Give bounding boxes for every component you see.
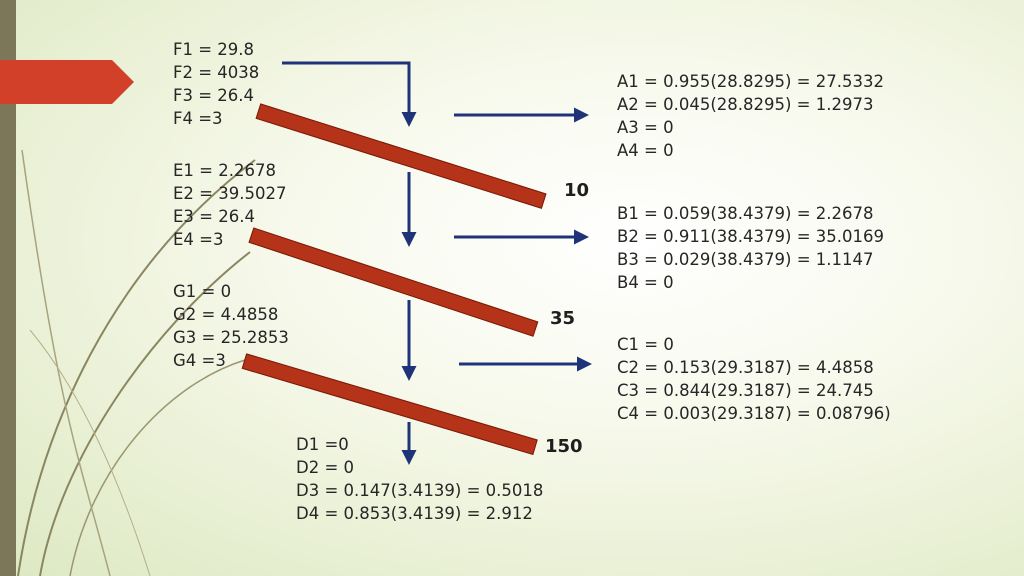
g4-value: G4 =3 (173, 351, 226, 370)
a4-value: A4 = 0 (617, 141, 674, 160)
e3-value: E3 = 26.4 (173, 207, 255, 226)
g3-value: G3 = 25.2853 (173, 328, 289, 347)
d3-value: D3 = 0.147(3.4139) = 0.5018 (296, 481, 544, 500)
e1-value: E1 = 2.2678 (173, 161, 276, 180)
b1-value: B1 = 0.059(38.4379) = 2.2678 (617, 204, 874, 223)
decor-swoosh-3 (69, 359, 246, 576)
g1-value: G1 = 0 (173, 282, 232, 301)
decor-swoosh-4 (21, 149, 111, 576)
b-values-block: B1 = 0.059(38.4379) = 2.2678 B2 = 0.911(… (617, 202, 884, 294)
e-values-block: E1 = 2.2678 E2 = 39.5027 E3 = 26.4 E4 =3 (173, 159, 286, 251)
c-values-block: C1 = 0 C2 = 0.153(29.3187) = 4.4858 C3 =… (617, 333, 891, 425)
g2-value: G2 = 4.4858 (173, 305, 279, 324)
stage-1-label: 10 (564, 180, 590, 201)
d2-value: D2 = 0 (296, 458, 355, 477)
b4-value: B4 = 0 (617, 273, 674, 292)
a-values-block: A1 = 0.955(28.8295) = 27.5332 A2 = 0.045… (617, 70, 884, 162)
decor-swoosh-2 (39, 251, 251, 576)
f4-value: F4 =3 (173, 109, 223, 128)
stage-3-label: 150 (545, 436, 583, 457)
a1-value: A1 = 0.955(28.8295) = 27.5332 (617, 72, 884, 91)
f1-value: F1 = 29.8 (173, 40, 255, 59)
decor-swoosh-1 (17, 159, 256, 576)
f-values-block: F1 = 29.8 F2 = 4038 F3 = 26.4 F4 =3 (173, 38, 259, 130)
g-values-block: G1 = 0 G2 = 4.4858 G3 = 25.2853 G4 =3 (173, 280, 289, 372)
b3-value: B3 = 0.029(38.4379) = 1.1147 (617, 250, 874, 269)
f2-value: F2 = 4038 (173, 63, 260, 82)
d-values-block: D1 =0 D2 = 0 D3 = 0.147(3.4139) = 0.5018… (296, 433, 543, 525)
e4-value: E4 =3 (173, 230, 224, 249)
decor-swoosh-5 (29, 329, 151, 576)
c1-value: C1 = 0 (617, 335, 674, 354)
accent-arrow-shape (0, 60, 134, 104)
feed-to-stage-1-arrow (282, 61, 417, 127)
a3-value: A3 = 0 (617, 118, 674, 137)
e2-value: E2 = 39.5027 (173, 184, 287, 203)
c2-value: C2 = 0.153(29.3187) = 4.4858 (617, 358, 874, 377)
d1-value: D1 =0 (296, 435, 349, 454)
b2-value: B2 = 0.911(38.4379) = 35.0169 (617, 227, 885, 246)
d4-value: D4 = 0.853(3.4139) = 2.912 (296, 504, 533, 523)
c4-value: C4 = 0.003(29.3187) = 0.08796) (617, 404, 891, 423)
a2-value: A2 = 0.045(28.8295) = 1.2973 (617, 95, 874, 114)
sidebar-bar (0, 0, 16, 576)
f3-value: F3 = 26.4 (173, 86, 255, 105)
c3-value: C3 = 0.844(29.3187) = 24.745 (617, 381, 874, 400)
stage-2-label: 35 (550, 308, 576, 329)
